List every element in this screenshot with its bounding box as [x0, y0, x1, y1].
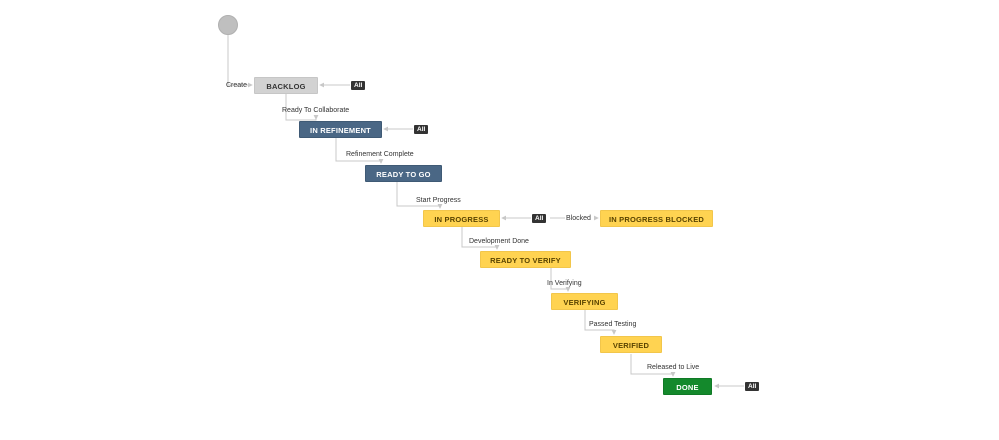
connector-start-progress [396, 182, 443, 209]
status-ready-to-go[interactable]: READY TO GO [365, 165, 442, 182]
start-node [218, 15, 238, 35]
connector-passed-testing [584, 309, 617, 335]
status-in-refinement[interactable]: IN REFINEMENT [299, 121, 382, 138]
transition-label-development-done: Development Done [469, 238, 529, 245]
transition-label-create: Create [226, 82, 248, 89]
connector-development-done [461, 227, 500, 250]
transition-label-blocked: Blocked [566, 215, 591, 222]
transition-label-refinement-complete: Refinement Complete [346, 151, 414, 158]
global-transition-badge-in-refinement[interactable]: All [414, 125, 429, 134]
status-in-progress-blocked[interactable]: IN PROGRESS BLOCKED [600, 210, 713, 227]
transition-label-ready-to-collaborate: Ready To Collaborate [282, 107, 350, 114]
global-transition-badge-backlog[interactable]: All [351, 81, 366, 90]
status-verified[interactable]: VERIFIED [600, 336, 662, 353]
status-backlog[interactable]: BACKLOG [254, 77, 318, 94]
transition-label-passed-testing: Passed Testing [589, 321, 637, 328]
status-done[interactable]: DONE [663, 378, 712, 395]
transition-label-start-progress: Start Progress [416, 197, 461, 204]
status-verifying[interactable]: VERIFYING [551, 293, 618, 310]
connector-create [227, 35, 253, 88]
global-transition-badge-done[interactable]: All [745, 382, 760, 391]
connector-refinement-complete [335, 137, 384, 164]
connector-in-verifying [550, 268, 571, 292]
status-in-progress[interactable]: IN PROGRESS [423, 210, 500, 227]
connector-released-to-live [630, 354, 676, 377]
status-ready-to-verify[interactable]: READY TO VERIFY [480, 251, 571, 268]
global-transition-badge-in-progress[interactable]: All [532, 214, 547, 223]
transition-label-in-verifying: In Verifying [547, 280, 582, 287]
transition-label-released-to-live: Released to Live [647, 364, 700, 371]
